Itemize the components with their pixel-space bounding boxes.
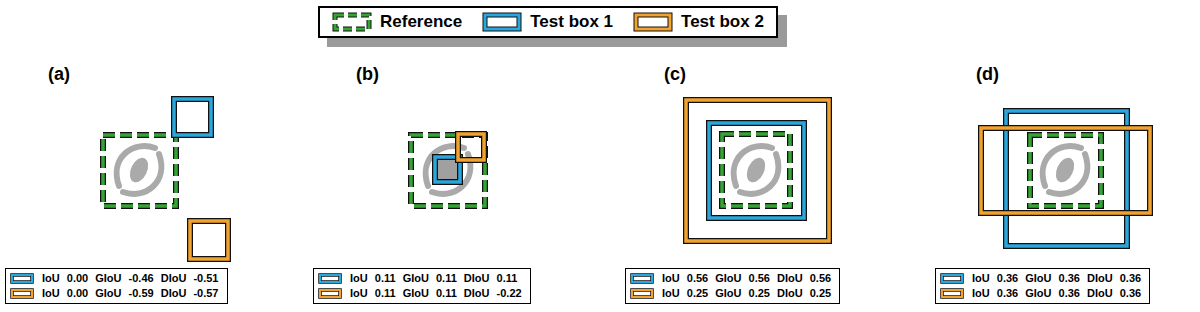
legend-swatch	[332, 12, 372, 32]
panel-label: (d)	[976, 64, 999, 85]
metric-row: IoU 0.00 GIoU -0.46 DIoU -0.51	[10, 271, 219, 286]
test-box-swatch	[10, 288, 34, 299]
galaxy-image	[426, 146, 471, 194]
test-box-swatch	[630, 288, 654, 299]
metric-box: IoU 0.56 GIoU 0.56 DIoU 0.56IoU 0.25 GIo…	[625, 268, 840, 304]
reference-box	[722, 134, 790, 206]
test-box-swatch	[318, 273, 342, 284]
legend-swatch	[482, 12, 522, 32]
test-box-swatch	[940, 288, 964, 299]
test-box-swatch	[940, 273, 964, 284]
metric-text: IoU 0.36 GIoU 0.36 DIoU 0.36	[972, 271, 1141, 286]
galaxy-image	[117, 146, 162, 194]
metric-row: IoU 0.36 GIoU 0.36 DIoU 0.36	[940, 286, 1141, 301]
metric-text: IoU 0.11 GIoU 0.11 DIoU -0.22	[350, 286, 522, 301]
panel-c	[686, 100, 829, 241]
test-box-2	[686, 100, 829, 241]
panel-d	[981, 111, 1150, 246]
test-box-swatch	[318, 288, 342, 299]
test-box-1	[709, 123, 804, 218]
metric-text: IoU 0.36 GIoU 0.36 DIoU 0.36	[972, 286, 1141, 301]
panel-label: (c)	[664, 64, 686, 85]
reference-box	[1030, 135, 1101, 206]
metric-box: IoU 0.36 GIoU 0.36 DIoU 0.36IoU 0.36 GIo…	[935, 268, 1150, 304]
panel-b	[411, 134, 485, 206]
legend-text: Reference	[380, 12, 462, 32]
legend-swatch	[633, 12, 673, 32]
panel-label: (b)	[356, 64, 379, 85]
test-box-1	[174, 99, 211, 135]
metric-row: IoU 0.25 GIoU 0.25 DIoU 0.25	[630, 286, 831, 301]
legend-text: Test box 2	[681, 12, 764, 32]
test-box-swatch	[10, 273, 34, 284]
test-box-1	[1006, 111, 1127, 246]
legend: Reference Test box 1 Test box 2	[318, 6, 778, 38]
galaxy-image	[1043, 146, 1088, 194]
test-box-swatch	[630, 273, 654, 284]
reference-box	[103, 135, 176, 206]
metric-text: IoU 0.56 GIoU 0.56 DIoU 0.56	[662, 271, 831, 286]
metric-text: IoU 0.00 GIoU -0.46 DIoU -0.51	[42, 271, 219, 286]
legend-text: Test box 1	[530, 12, 613, 32]
test-box-2	[981, 128, 1150, 213]
test-box-2	[190, 221, 228, 259]
test-box-2	[458, 134, 484, 160]
legend-entry: Test box 1	[482, 12, 613, 32]
metric-row: IoU 0.00 GIoU -0.59 DIoU -0.57	[10, 286, 219, 301]
metric-row: IoU 0.11 GIoU 0.11 DIoU -0.22	[318, 286, 522, 301]
legend-entry: Reference	[332, 12, 462, 32]
metric-text: IoU 0.00 GIoU -0.59 DIoU -0.57	[42, 286, 219, 301]
reference-box	[411, 135, 485, 206]
metric-row: IoU 0.56 GIoU 0.56 DIoU 0.56	[630, 271, 831, 286]
metric-row: IoU 0.36 GIoU 0.36 DIoU 0.36	[940, 271, 1141, 286]
metric-box: IoU 0.00 GIoU -0.46 DIoU -0.51IoU 0.00 G…	[5, 268, 228, 304]
metric-text: IoU 0.11 GIoU 0.11 DIoU 0.11	[350, 271, 517, 286]
panel-label: (a)	[48, 64, 70, 85]
metric-text: IoU 0.25 GIoU 0.25 DIoU 0.25	[662, 286, 831, 301]
legend-entry: Test box 2	[633, 12, 764, 32]
metric-row: IoU 0.11 GIoU 0.11 DIoU 0.11	[318, 271, 522, 286]
galaxy-image	[734, 146, 779, 194]
panel-a	[103, 99, 228, 259]
metric-box: IoU 0.11 GIoU 0.11 DIoU 0.11IoU 0.11 GIo…	[313, 268, 531, 304]
